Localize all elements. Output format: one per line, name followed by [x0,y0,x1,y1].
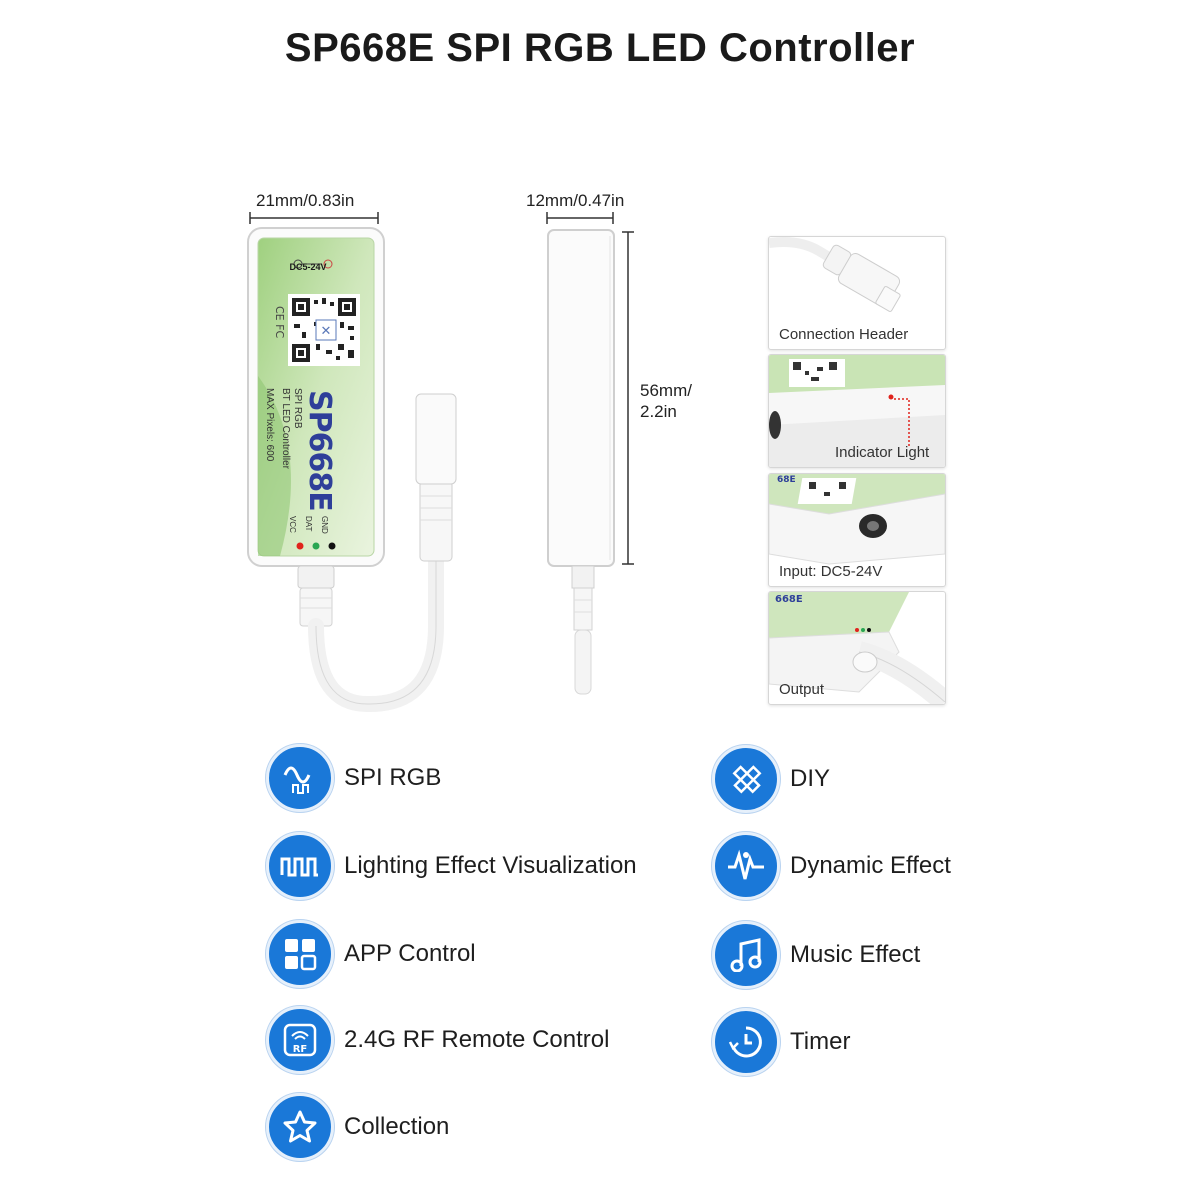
thickness-dimension-line [546,212,614,224]
feature-collection: Collection [266,1093,449,1161]
heartbeat-icon [712,832,780,900]
svg-text:✕: ✕ [321,324,332,339]
feature-diy: DIY [712,745,830,813]
label-line1: SPI RGB [292,388,303,429]
feature-music-effect: Music Effect [712,921,920,989]
length-dimension-line1: 56mm/ [640,381,692,400]
detail-input: 68E Input: DC5-24V [768,473,946,587]
label-line3: MAX Pixels: 600 [264,388,275,462]
detail-connection-header: Connection Header [768,236,946,350]
output-illustration: 668E [769,592,945,704]
feature-timer: Timer [712,1008,850,1076]
feature-rf-remote: RF 2.4G RF Remote Control [266,1006,609,1074]
feature-label: 2.4G RF Remote Control [344,1026,610,1053]
detail-label: Indicator Light [835,444,930,461]
feature-label: DIY [790,765,831,792]
label-line2: BT LED Controller [280,388,291,469]
svg-text:RF: RF [293,1044,308,1055]
feature-label: Lighting Effect Visualization [344,852,637,879]
controller-side-view [547,229,634,695]
detail-label: Output [779,681,825,698]
length-dimension-line2: 2.2in [640,402,677,421]
model-name: SP668E [302,390,337,511]
timer-icon [712,1008,780,1076]
svg-text:68E: 68E [777,475,796,485]
width-dimension-line [249,212,379,224]
app-grid-icon [266,920,334,988]
feature-label: SPI RGB [344,764,442,791]
svg-text:CE FC: CE FC [273,306,286,338]
page-title: SP668E SPI RGB LED Controller [284,26,916,70]
thickness-dimension: 12mm/0.47in [526,191,625,210]
music-note-icon [712,921,780,989]
waveform-icon [266,744,334,812]
square-wave-icon [266,832,334,900]
detail-label: Connection Header [779,326,909,343]
feature-label: Dynamic Effect [790,852,951,879]
feature-label: APP Control [344,940,476,967]
pin-gnd-label: GND [320,516,329,534]
rf-remote-icon: RF [266,1006,334,1074]
power-rating: DC5-24V [289,262,327,272]
width-dimension: 21mm/0.83in [256,191,355,210]
star-icon [266,1093,334,1161]
connector-illustration [769,237,901,312]
detail-label: Input: DC5-24V [779,563,883,580]
pin-vcc-label: VCC [288,516,297,533]
indicator-illustration [769,355,945,467]
controller-front-view: ✕ CE FC [247,227,457,712]
feature-lighting-visualization: Lighting Effect Visualization [266,832,637,900]
feature-spi-rgb: SPI RGB [266,744,441,812]
detail-output: 668E Output [768,591,946,705]
pin-dat-label: DAT [304,516,313,532]
detail-indicator-light: Indicator Light [768,354,946,468]
feature-app-control: APP Control [266,920,476,988]
input-illustration: 68E [769,474,945,565]
feature-label: Music Effect [790,941,921,968]
svg-text:668E: 668E [775,594,803,605]
feature-dynamic-effect: Dynamic Effect [712,832,951,900]
feature-label: Timer [790,1028,851,1055]
feature-label: Collection [344,1113,450,1140]
pencil-ruler-icon [712,745,780,813]
